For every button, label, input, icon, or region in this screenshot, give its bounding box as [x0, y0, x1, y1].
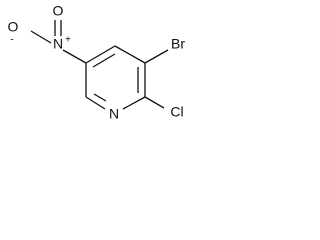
atom-label-oxygen-double: O — [53, 3, 64, 19]
ring-bond-c3-c2 — [114, 45, 146, 64]
atom-label-chlorine: Cl — [170, 104, 183, 120]
ring-bond-c1-n — [122, 96, 146, 110]
chemical-structure-diagram: O - N + O N Br Cl — [8, 3, 186, 122]
charge-label-oxygen-minus: - — [10, 35, 13, 46]
bond-ring-to-nitro-nitrogen — [62, 49, 87, 64]
bond-ring-to-chlorine — [144, 96, 165, 109]
bond-ring-to-bromine — [144, 49, 169, 64]
ring-bond-n-c6 — [85, 96, 106, 110]
ring-bond-c4-c3 — [85, 45, 116, 64]
atom-label-oxygen-minus: O — [8, 19, 19, 35]
atom-label-ring-nitrogen: N — [109, 106, 119, 122]
charge-label-nitro-nitrogen: + — [65, 35, 71, 46]
ring-inner-double-bond-top — [92, 53, 116, 68]
atom-label-bromine: Br — [171, 36, 185, 52]
bond-nitro-nitrogen-to-o-minus — [30, 30, 52, 44]
ring-inner-double-bond-bottom — [93, 93, 107, 102]
atom-label-nitro-nitrogen: N — [53, 36, 63, 52]
